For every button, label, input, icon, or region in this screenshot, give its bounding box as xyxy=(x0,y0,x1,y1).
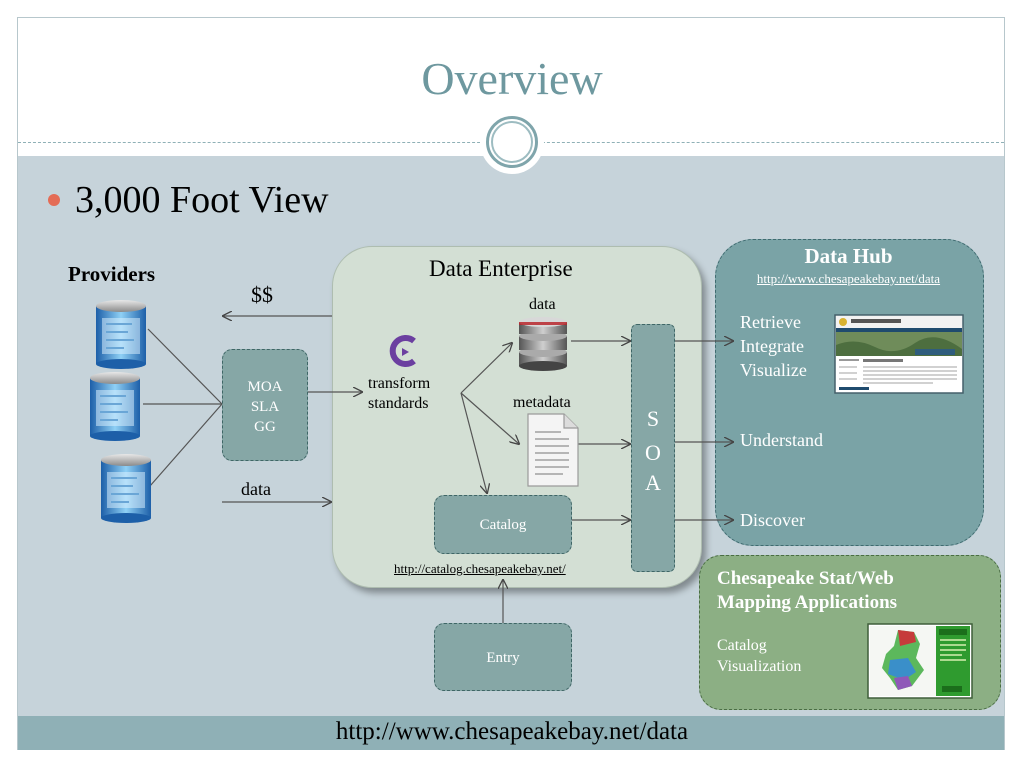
bullet-dot-icon xyxy=(48,194,60,206)
data-hub-website-thumbnail xyxy=(834,314,964,394)
enterprise-data-label: data xyxy=(529,296,556,313)
bullet-heading: 3,000 Foot View xyxy=(75,179,329,221)
providers-label: Providers xyxy=(68,262,156,286)
stat-apps-items: Catalog Visualization xyxy=(717,635,801,677)
slide-title: Overview xyxy=(421,53,603,104)
stat-item-catalog: Catalog xyxy=(717,637,767,654)
provider-data-label: data xyxy=(241,479,271,499)
catalog-url-link[interactable]: http://catalog.chesapeakebay.net/ xyxy=(394,561,566,576)
provider-database-icon-3 xyxy=(101,454,151,523)
footer-url: http://www.chesapeakebay.net/data xyxy=(335,718,689,745)
entry-box: Entry xyxy=(434,623,572,691)
provider-database-icon-1 xyxy=(96,300,146,369)
provider-line-1 xyxy=(147,328,223,405)
agreement-moa: MOA xyxy=(247,379,283,395)
stat-map-thumbnail xyxy=(867,623,973,699)
provider-lines xyxy=(143,328,223,487)
catalog-box: Catalog xyxy=(434,495,572,554)
metadata-label: metadata xyxy=(513,394,571,411)
data-hub-actions: Retrieve Integrate Visualize xyxy=(740,310,807,382)
data-hub-title: Data Hub xyxy=(804,244,893,268)
soa-letter-o: O xyxy=(645,440,661,465)
action-discover: Discover xyxy=(740,510,805,530)
stat-item-visualization: Visualization xyxy=(717,658,802,675)
transform-to-metadata-arrow xyxy=(460,392,519,444)
action-integrate: Integrate xyxy=(740,336,804,356)
agreement-gg: GG xyxy=(254,419,276,435)
transform-logo-icon xyxy=(389,335,416,367)
provider-line-3 xyxy=(149,403,223,487)
money-label: $$ xyxy=(251,282,273,307)
transform-to-catalog-arrow xyxy=(460,392,487,493)
action-retrieve: Retrieve xyxy=(740,312,801,332)
action-visualize: Visualize xyxy=(740,360,807,380)
agreement-sla: SLA xyxy=(250,399,280,415)
document-icon xyxy=(527,413,579,487)
enterprise-title: Data Enterprise xyxy=(429,256,573,281)
soa-letter-a: A xyxy=(645,470,661,495)
ornament-ring-inner xyxy=(491,121,533,163)
stat-apps-title: Chesapeake Stat/Web Mapping Applications xyxy=(717,568,898,613)
ornament-ring-outer xyxy=(486,116,538,168)
provider-database-icon-2 xyxy=(90,372,140,441)
soa-letter-s: S xyxy=(646,406,660,431)
soa-bar xyxy=(631,324,675,572)
footer-bar xyxy=(18,716,1004,750)
transform-to-data-arrow xyxy=(460,343,512,394)
agreements-box: MOA SLA GG xyxy=(222,349,308,461)
data-hub-url-link[interactable]: http://www.chesapeakebay.net/data xyxy=(756,271,941,286)
transform-standards-label: transform standards xyxy=(368,375,431,412)
database-stack-icon xyxy=(519,317,567,371)
action-understand: Understand xyxy=(740,430,823,450)
